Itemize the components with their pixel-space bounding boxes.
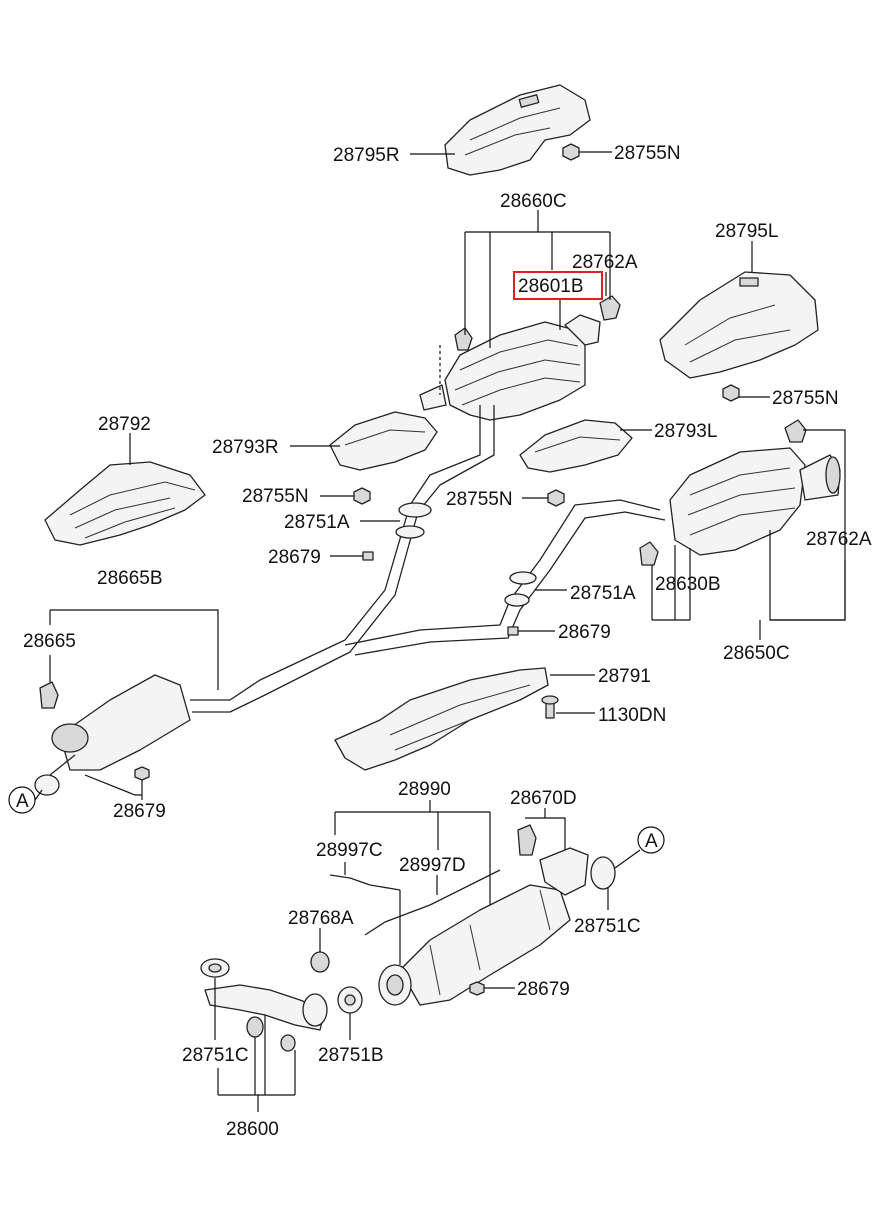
heat-shield-28791[interactable] bbox=[334, 667, 549, 771]
heat-shield-28792[interactable] bbox=[44, 461, 206, 546]
nut-28755n-mid-left[interactable] bbox=[353, 487, 371, 505]
catalytic-converter-28990[interactable] bbox=[378, 884, 571, 1006]
label-28791[interactable]: 28791 bbox=[598, 666, 651, 687]
label-28793r[interactable]: 28793R bbox=[212, 437, 279, 458]
label-ref-a-right: A bbox=[645, 831, 658, 852]
clamp-28679-right[interactable] bbox=[507, 626, 519, 636]
label-28795r[interactable]: 28795R bbox=[333, 145, 400, 166]
gasket-28751a-upper[interactable] bbox=[395, 502, 432, 539]
label-28762a-right[interactable]: 28762A bbox=[806, 529, 872, 550]
label-28755n-mid-right[interactable]: 28755N bbox=[446, 489, 513, 510]
label-28660c[interactable]: 28660C bbox=[500, 191, 567, 212]
label-28665[interactable]: 28665 bbox=[23, 631, 76, 652]
label-28601b[interactable]: 28601B bbox=[518, 276, 584, 297]
heat-shield-28793l[interactable] bbox=[519, 419, 633, 473]
bolt-1130dn[interactable] bbox=[541, 695, 559, 719]
label-28600[interactable]: 28600 bbox=[226, 1119, 279, 1140]
label-28751b[interactable]: 28751B bbox=[318, 1045, 384, 1066]
label-28793l[interactable]: 28793L bbox=[654, 421, 717, 442]
label-28997c[interactable]: 28997C bbox=[316, 840, 383, 861]
label-28997d[interactable]: 28997D bbox=[399, 855, 466, 876]
heat-shield-28795l[interactable] bbox=[659, 271, 819, 379]
front-muffler-28665b[interactable] bbox=[34, 674, 191, 796]
sensor-wire-28997[interactable] bbox=[329, 869, 501, 936]
label-28751a-upper[interactable]: 28751A bbox=[284, 512, 350, 533]
label-28679-front[interactable]: 28679 bbox=[113, 801, 166, 822]
gasket-28751c-right[interactable] bbox=[590, 856, 616, 890]
label-28755n-mid-left[interactable]: 28755N bbox=[242, 486, 309, 507]
label-28755n-right[interactable]: 28755N bbox=[772, 388, 839, 409]
label-28751a-lower[interactable]: 28751A bbox=[570, 583, 636, 604]
ref-circle-a-right bbox=[637, 826, 665, 854]
label-28762a-top[interactable]: 28762A bbox=[572, 252, 638, 273]
hanger-28768a[interactable] bbox=[310, 951, 330, 973]
leader-lines bbox=[34, 151, 846, 1112]
label-28755n-top[interactable]: 28755N bbox=[614, 143, 681, 164]
label-28795l[interactable]: 28795L bbox=[715, 221, 778, 242]
heat-shield-28795r[interactable] bbox=[444, 84, 591, 176]
label-28679-center[interactable]: 28679 bbox=[268, 547, 321, 568]
hanger-28630b-bottom[interactable] bbox=[639, 541, 659, 566]
nut-28755n-right[interactable] bbox=[722, 384, 740, 402]
ref-circle-a-left bbox=[8, 786, 36, 814]
gasket-28751a-lower[interactable] bbox=[504, 571, 537, 607]
label-28751c-right[interactable]: 28751C bbox=[574, 916, 641, 937]
label-28679-right[interactable]: 28679 bbox=[558, 622, 611, 643]
label-28650c[interactable]: 28650C bbox=[723, 643, 790, 664]
label-28630b[interactable]: 28630B bbox=[655, 574, 721, 595]
hanger-28762a-rear[interactable] bbox=[784, 419, 807, 443]
label-1130dn[interactable]: 1130DN bbox=[598, 705, 666, 726]
clamp-28679-center[interactable] bbox=[362, 551, 374, 561]
nut-28755n-top[interactable] bbox=[562, 143, 580, 161]
heat-shield-28793r[interactable] bbox=[329, 411, 438, 471]
front-pipe-28600[interactable] bbox=[200, 958, 328, 1031]
label-ref-a-left: A bbox=[16, 791, 29, 812]
label-28792[interactable]: 28792 bbox=[98, 414, 151, 435]
label-28751c-left[interactable]: 28751C bbox=[182, 1045, 249, 1066]
center-muffler-28601b[interactable] bbox=[419, 314, 601, 421]
highlight-28601b bbox=[513, 271, 603, 300]
hanger-28600-b[interactable] bbox=[280, 1034, 296, 1052]
label-28990[interactable]: 28990 bbox=[398, 779, 451, 800]
hanger-28660c-left[interactable] bbox=[454, 327, 473, 351]
gasket-28751b[interactable] bbox=[337, 986, 363, 1014]
nut-28755n-mid-right[interactable] bbox=[547, 489, 565, 507]
hanger-28600-a[interactable] bbox=[246, 1016, 264, 1038]
hanger-28665[interactable] bbox=[39, 681, 59, 709]
label-28670d[interactable]: 28670D bbox=[510, 788, 577, 809]
label-28679-bottom[interactable]: 28679 bbox=[517, 979, 570, 1000]
bracket-28670d[interactable] bbox=[517, 824, 589, 896]
label-28768a[interactable]: 28768A bbox=[288, 908, 354, 929]
clamp-28679-front[interactable] bbox=[134, 766, 150, 781]
label-28665b[interactable]: 28665B bbox=[97, 568, 163, 589]
rear-muffler-28630b[interactable] bbox=[669, 447, 841, 556]
clamp-28679-bottom[interactable] bbox=[469, 981, 485, 996]
